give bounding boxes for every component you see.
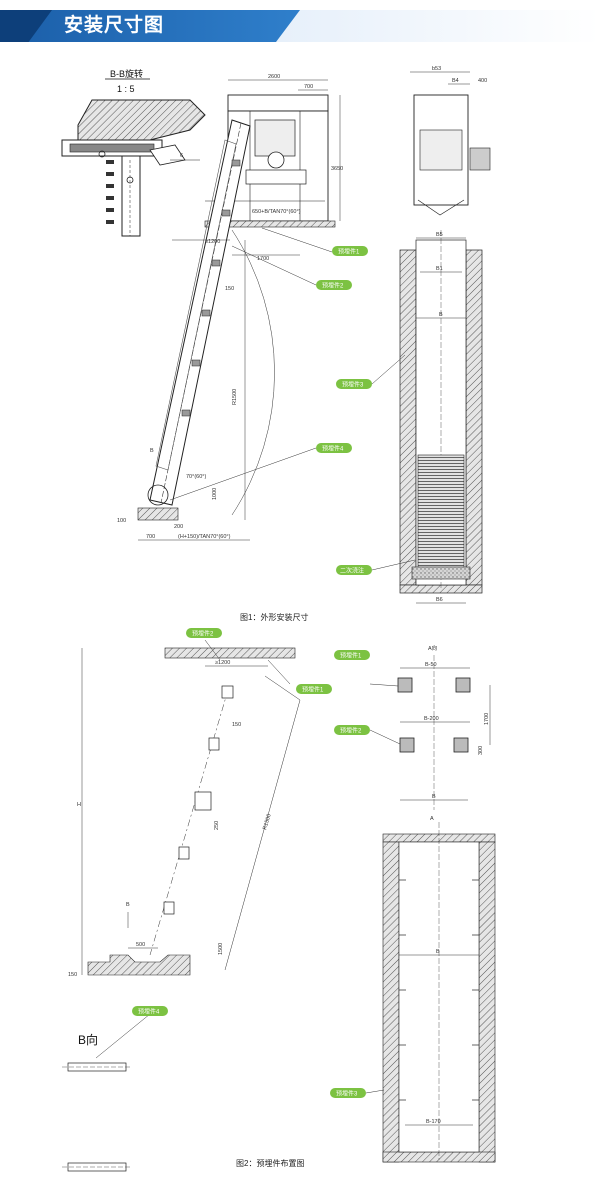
fig2-dim-150b: 150 [68,972,77,978]
fig2-dim-h: H [77,802,81,808]
fig2-b-view: B向 [62,1013,151,1172]
fig1-side-view: 2600 700 3650 R1500 ≥1200 1700 150 650+B… [117,74,343,541]
fig1-dim-150: 150 [225,286,234,292]
fig1-dim-700: 700 [304,84,313,90]
tag-fig2-3: 预埋件1 [334,650,370,660]
b-view-label: B向 [78,1032,98,1047]
fig2-dim-500: 500 [136,942,145,948]
fig2-caption: 图2：预埋件布置图 [236,1158,304,1168]
fig1-front-view: b53 B4 400 B5 B1 B B6 [371,66,491,604]
fig2-side-view: ≥1200 H 150 150 250 R1500 B 500 1500 [68,639,301,978]
fig1-caption: 图1：外形安装尺寸 [240,612,308,622]
front-dim-400: 400 [478,78,487,84]
front-dim-b: B [439,312,443,318]
plan-dim-b50: B-50 [425,662,437,668]
tag-fig1-3: 预埋件3 [336,379,372,389]
tag-fig1-5: 二次浇注 [336,565,372,575]
fig1-dim-3650: 3650 [331,166,343,172]
fig2-dim-r1500: R1500 [262,813,272,830]
fig1-dim-1200: ≥1200 [205,239,220,245]
fig1-dim-100: 100 [117,518,126,524]
fig2-dim-1200: ≥1200 [215,660,230,666]
plan-dim-b200: B-200 [424,716,439,722]
front-dim-b6: B6 [436,597,443,603]
fig2-dim-b: B [126,902,130,908]
fig1-bottom-formula: (H+150)/TAN70°(60°) [178,534,231,540]
fig1-dim-200: 200 [174,524,183,530]
fig1-dim-1700: 1700 [257,256,269,262]
svg-text:预埋件2: 预埋件2 [340,727,362,735]
front-dim-b5: B5 [436,232,443,238]
svg-text:预埋件1: 预埋件1 [302,686,324,694]
front-dim-b4: B4 [452,78,459,84]
fig1-mid-formula: 650+B/TAN70°(60°) [252,209,301,215]
svg-text:预埋件1: 预埋件1 [338,248,360,256]
plan-a-top: A [430,816,434,822]
tag-fig1-2: 预埋件2 [316,280,352,290]
section-title: B-B旋转 [110,68,143,79]
svg-text:预埋件3: 预埋件3 [336,1090,358,1098]
tag-fig2-6: 预埋件3 [330,1088,366,1098]
tags: 预埋件1 预埋件2 预埋件3 预埋件4 二次浇注 预埋件2 预埋件1 预埋件1 [132,246,372,1098]
fig1-dim-b: B [150,448,154,454]
plan-dim-b170: B-170 [426,1119,441,1125]
plan-dim-b-mid: B [436,949,440,955]
plan-dim-300: 300 [478,746,484,755]
plan-dim-1700: 1700 [484,713,490,725]
fig2-plan-view: A向 B-50 1700 B-200 300 B A B B-170 [365,644,496,1163]
tag-fig2-5: 预埋件4 [132,1006,168,1016]
page-title: 安装尺寸图 [64,15,165,36]
plan-a-label: A向 [428,644,437,652]
svg-text:预埋件4: 预埋件4 [322,445,344,453]
svg-text:预埋件2: 预埋件2 [192,630,214,638]
fig1-dim-1000: 1000 [212,488,218,500]
section-scale: 1 : 5 [117,84,135,94]
svg-text:预埋件1: 预埋件1 [340,652,362,660]
fig1-angle: 70°(60°) [186,474,206,480]
tag-fig2-1: 预埋件2 [186,628,222,638]
tag-fig2-4: 预埋件2 [334,725,370,735]
fig2-dim-1500: 1500 [218,943,224,955]
tag-fig1-4: 预埋件4 [316,443,352,453]
fig1-dim-r1500: R1500 [232,389,238,405]
svg-text:预埋件4: 预埋件4 [138,1008,160,1016]
svg-text:预埋件2: 预埋件2 [322,282,344,290]
front-dim-b53: b53 [432,66,441,72]
front-dim-b1: B1 [436,266,443,272]
section-header: 安装尺寸图 [0,0,600,52]
fig2-dim-150: 150 [232,722,241,728]
fig1-dim-2600: 2600 [268,74,280,80]
svg-text:预埋件3: 预埋件3 [342,381,364,389]
section-bb-detail: B-B旋转 1 : 5 6 [61,68,206,237]
section-angle: 6 [180,153,183,159]
header-band [0,10,300,42]
fig1-dim-700b: 700 [146,534,155,540]
tag-fig1-1: 预埋件1 [332,246,368,256]
tag-fig2-2: 预埋件1 [296,684,332,694]
fig2-dim-250: 250 [214,821,220,830]
svg-text:二次浇注: 二次浇注 [340,567,364,575]
plan-dim-b: B [432,794,436,800]
